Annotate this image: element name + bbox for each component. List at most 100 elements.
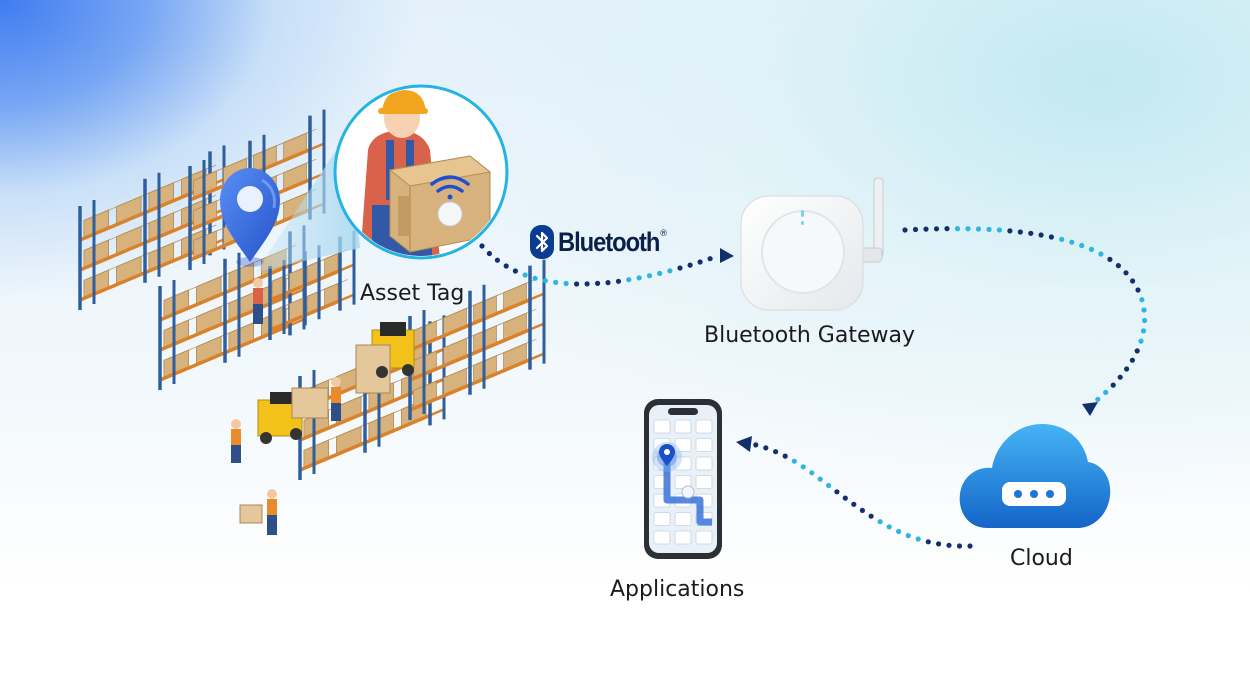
connection-dot: [912, 226, 919, 233]
connection-dot: [1134, 348, 1140, 354]
connection-dot: [975, 226, 982, 232]
connection-dot: [1130, 278, 1136, 284]
connection-dot: [956, 543, 963, 549]
connection-dot: [1107, 256, 1113, 262]
connection-dot: [605, 280, 611, 286]
worker: [331, 377, 341, 421]
connection-dot: [595, 280, 601, 286]
map-block: [695, 438, 713, 452]
connection-dot: [532, 275, 538, 281]
connection-dot: [902, 227, 908, 233]
bluetooth-wordmark: Bluetooth: [558, 226, 660, 257]
connection-dot: [753, 442, 759, 448]
connection-dot: [667, 268, 673, 274]
connection-dot: [967, 543, 973, 549]
connection-dot: [1123, 270, 1129, 276]
antenna-icon: [857, 177, 884, 263]
forklift: [355, 322, 415, 394]
connection-dot: [1069, 239, 1075, 245]
connection-dot: [905, 533, 911, 539]
forklift: [257, 387, 329, 444]
map-block: [695, 475, 713, 489]
connection-dot: [842, 495, 848, 501]
connection-dot: [851, 501, 857, 507]
connection-dot: [859, 507, 866, 513]
link-cloud-to-applications: [752, 444, 970, 546]
connection-dot: [936, 541, 942, 547]
connection-dot: [697, 259, 703, 265]
connection-dot: [553, 279, 559, 285]
connection-dot: [522, 272, 528, 278]
connection-dot: [791, 458, 797, 464]
map-block: [653, 512, 671, 526]
connection-dot: [923, 226, 929, 232]
connection-dot: [503, 263, 509, 269]
connection-dot: [886, 524, 892, 530]
connection-dot: [1059, 236, 1065, 242]
arrow-to-applications: [736, 436, 752, 452]
map-block: [695, 456, 713, 471]
bluetooth-gateway-device: [740, 177, 884, 311]
connection-dot: [1028, 230, 1034, 236]
worker: [231, 419, 241, 463]
location-pin-icon: [659, 444, 675, 466]
connection-dot: [773, 449, 779, 455]
connection-dot: [542, 278, 548, 284]
connection-dot: [687, 262, 693, 268]
connection-dot: [1017, 229, 1023, 235]
connection-dot: [615, 278, 622, 284]
connection-dot: [996, 227, 1003, 233]
asset-tag-illustration: [333, 84, 509, 260]
connection-dot: [646, 273, 653, 279]
cloud-icon: [959, 424, 1111, 528]
connection-dot: [933, 226, 940, 232]
connection-dot: [1140, 328, 1147, 334]
connection-dot: [1088, 246, 1095, 252]
worker: [253, 278, 263, 324]
map-block: [674, 512, 692, 526]
connection-dot: [1110, 382, 1116, 388]
map-block: [674, 438, 692, 452]
connection-dot: [1141, 307, 1147, 313]
connection-dot: [1038, 232, 1044, 238]
connection-dot: [1007, 228, 1013, 234]
connection-dot: [986, 226, 992, 232]
connection-dot: [1142, 317, 1148, 324]
connection-paths: [479, 226, 1148, 549]
connection-dot: [574, 281, 580, 287]
connection-dot: [1098, 251, 1104, 257]
connection-dot: [763, 445, 769, 451]
connection-dot: [636, 275, 642, 281]
map-block: [674, 456, 692, 471]
map-pin-icon: [220, 168, 280, 267]
connection-dot: [800, 464, 806, 470]
connection-dot: [782, 453, 788, 459]
connection-dot: [834, 489, 840, 495]
arrow-to-gateway: [720, 248, 734, 263]
bluetooth-logo: Bluetooth ®: [530, 225, 682, 259]
map-block: [695, 530, 713, 545]
cloud-label: Cloud: [1010, 546, 1073, 571]
connection-dot: [1129, 357, 1135, 363]
connection-dot: [707, 256, 713, 262]
map-block: [695, 419, 713, 434]
connection-dot: [1115, 263, 1121, 269]
arrow-to-cloud: [1082, 402, 1098, 416]
connection-dot: [925, 539, 931, 545]
bluetooth-icon: [530, 225, 554, 259]
connection-dot: [954, 226, 961, 232]
connection-dot: [657, 270, 663, 276]
connection-dot: [1103, 389, 1109, 395]
worker: [239, 489, 277, 535]
connection-dot: [512, 268, 519, 274]
connection-dot: [494, 257, 500, 263]
map-block: [653, 419, 671, 434]
asset-tag-label: Asset Tag: [360, 281, 465, 306]
connection-dot: [1139, 297, 1145, 303]
wifi-icon: [430, 175, 470, 200]
map-block: [653, 530, 671, 545]
connection-dot: [1095, 396, 1101, 402]
storage-rack: [268, 230, 356, 340]
connection-dot: [868, 513, 874, 519]
link-gateway-to-cloud: [905, 229, 1145, 404]
